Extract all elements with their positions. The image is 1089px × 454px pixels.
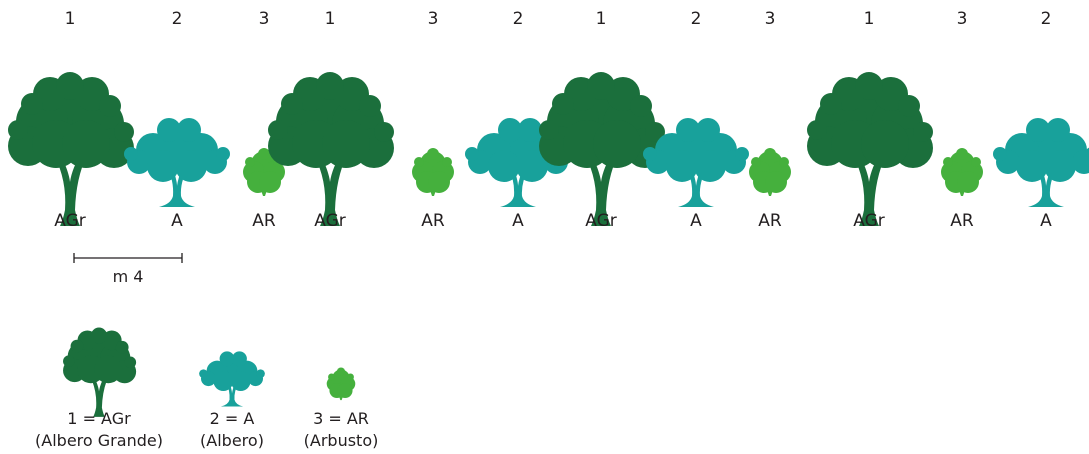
shrub-icon [412,148,454,196]
legend-large-tree-icon [63,327,137,417]
legend: 1 = AGr (Albero Grande) 2 = A (Albero) 3 = A… [35,327,379,450]
position-numbers-row: 1 2 3 1 3 2 1 2 3 1 3 2 [65,9,1052,29]
position-number: 2 [172,9,183,29]
plant-code-label: A [512,211,524,231]
shrub-icon [941,148,983,196]
position-number: 2 [513,9,524,29]
plant-code-label: AGr [585,211,617,231]
plant-code-label: AGr [853,211,885,231]
legend-item-large: 1 = AGr (Albero Grande) [35,327,163,450]
large-tree-icon [8,72,134,226]
plant-code-label: A [1040,211,1052,231]
legend-item-shrub: 3 = AR (Arbusto) [304,367,379,450]
position-number: 2 [1041,9,1052,29]
legend-code: 2 = A [210,409,255,428]
plant-code-label: AR [421,211,445,231]
plant-code-label: AGr [314,211,346,231]
position-number: 1 [325,9,336,29]
plant-code-label: A [171,211,183,231]
legend-description: (Arbusto) [304,431,379,450]
plant-code-label: AR [950,211,974,231]
legend-tree-icon [199,351,265,407]
legend-shrub-icon [326,367,356,401]
plant-codes-row: AGr A AR AGr AR A AGr A AR AGr AR A [54,211,1052,231]
legend-item-tree: 2 = A (Albero) [199,351,265,450]
position-number: 3 [957,9,968,29]
position-number: 2 [691,9,702,29]
position-number: 3 [765,9,776,29]
plant-code-label: AGr [54,211,86,231]
legend-code: 1 = AGr [67,409,131,428]
tree-icon [124,118,230,207]
shrub-icon [749,148,791,196]
legend-description: (Albero) [200,431,264,450]
position-number: 1 [596,9,607,29]
position-number: 1 [864,9,875,29]
plant-code-label: A [690,211,702,231]
large-tree-icon [268,72,394,226]
legend-code: 3 = AR [313,409,369,428]
plant-code-label: AR [252,211,276,231]
large-tree-icon [807,72,933,226]
tree-icon [993,118,1089,207]
scale-label: m 4 [113,267,144,286]
position-number: 3 [428,9,439,29]
position-number: 1 [65,9,76,29]
position-number: 3 [259,9,270,29]
plants-row [8,72,1089,226]
scale-bar: m 4 [73,253,183,286]
legend-description: (Albero Grande) [35,431,163,450]
plant-code-label: AR [758,211,782,231]
